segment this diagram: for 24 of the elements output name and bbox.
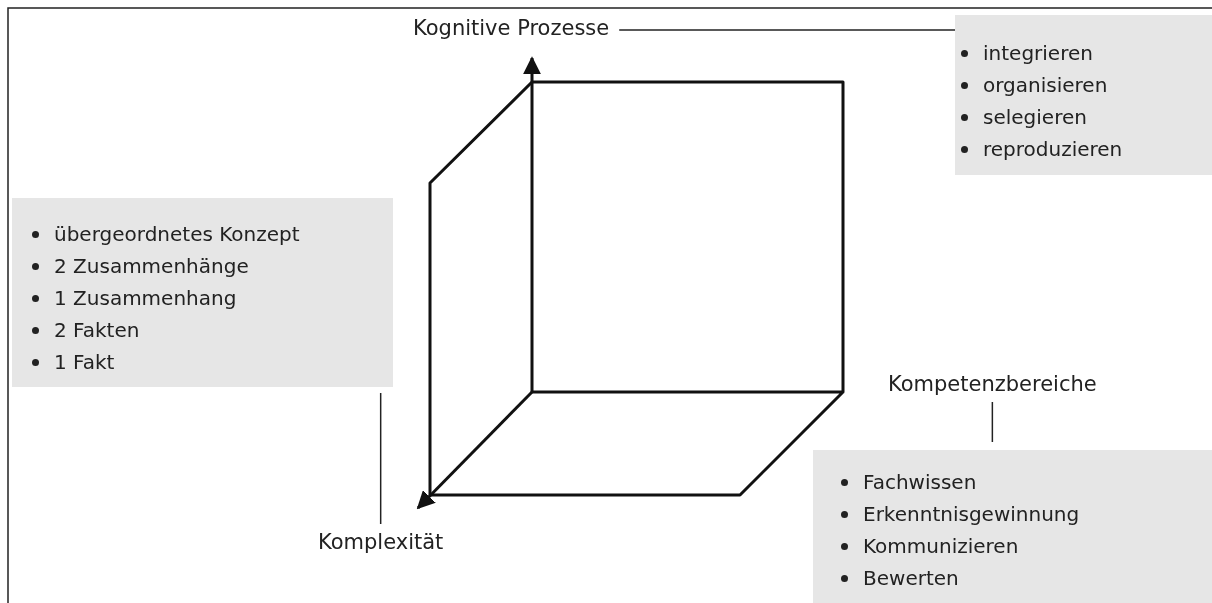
- list-item: Fachwissen: [863, 470, 977, 494]
- list-item: integrieren: [983, 41, 1093, 65]
- list-item: Bewerten: [863, 566, 959, 590]
- leader-line: [618, 29, 956, 31]
- axis-arrow: [523, 56, 541, 392]
- list-item: 2 Fakten: [54, 318, 140, 342]
- list-item: Kommunizieren: [863, 534, 1019, 558]
- leader-line: [991, 401, 994, 443]
- list-item: Erkenntnisgewinnung: [863, 502, 1080, 526]
- list-panel: [12, 198, 393, 387]
- list-panel: [955, 15, 1212, 175]
- axis-arrow: [416, 390, 534, 510]
- list-item: 1 Fakt: [54, 350, 115, 374]
- leader-line: [379, 392, 382, 525]
- list-item: übergeordnetes Konzept: [54, 222, 300, 246]
- list-item: 2 Zusammenhänge: [54, 254, 249, 278]
- list-panel: [813, 450, 1212, 603]
- axis-title: Komplexität: [318, 530, 444, 554]
- list-item: selegieren: [983, 105, 1087, 129]
- list-item: reproduzieren: [983, 137, 1123, 161]
- axis-title: Kognitive Prozesse: [413, 16, 610, 40]
- list-item: 1 Zusammenhang: [54, 286, 237, 310]
- axis-title: Kompetenzbereiche: [888, 372, 1097, 396]
- list-item: organisieren: [983, 73, 1108, 97]
